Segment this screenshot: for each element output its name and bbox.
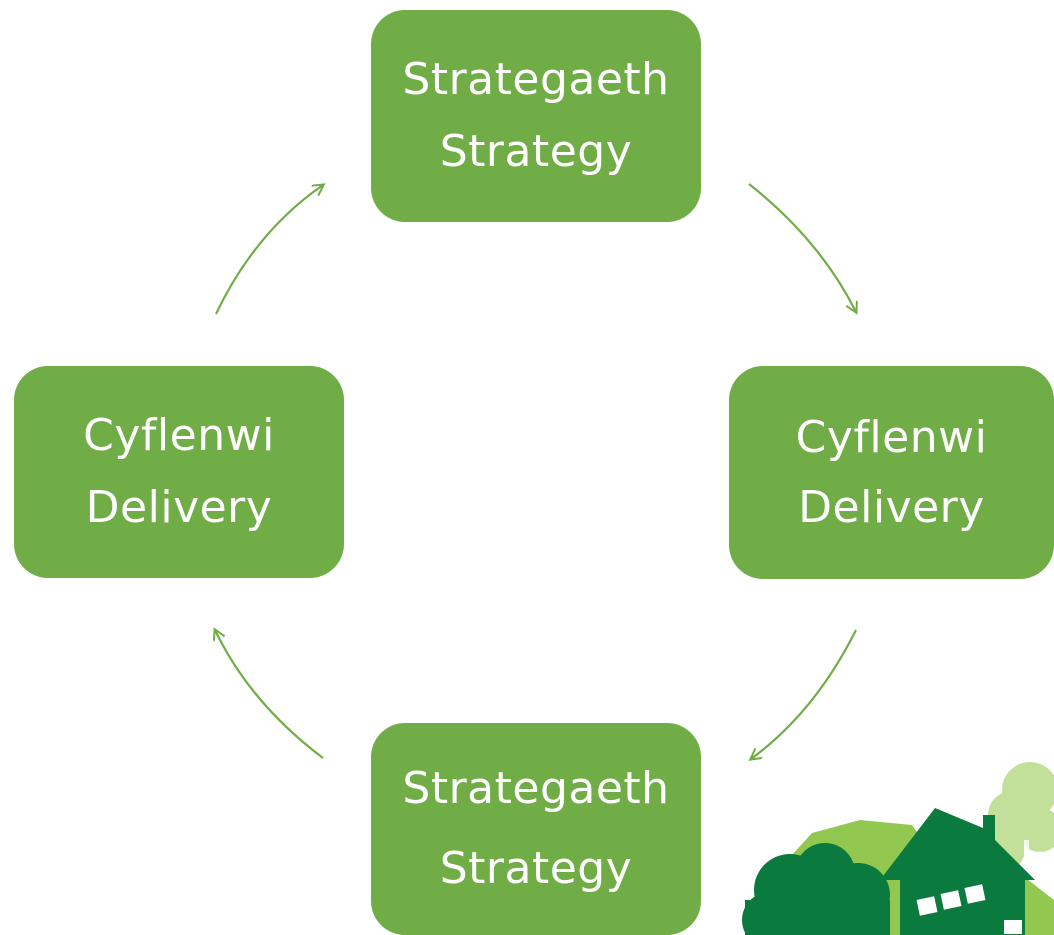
arrow-left-to-top	[215, 185, 323, 315]
node-strategy-bottom: Strategaeth Strategy	[371, 723, 701, 935]
node-label-english: Strategy	[439, 843, 633, 894]
node-label-english: Delivery	[85, 482, 273, 533]
node-delivery-right: Cyflenwi Delivery	[729, 366, 1054, 579]
node-label-welsh: Strategaeth	[402, 763, 670, 814]
arrow-bottom-to-left	[215, 630, 324, 759]
node-strategy-top: Strategaeth Strategy	[371, 10, 701, 222]
node-delivery-left: Cyflenwi Delivery	[14, 366, 344, 578]
node-label-english: Delivery	[798, 481, 985, 533]
node-label-welsh: Cyflenwi	[83, 410, 275, 461]
house-icon	[880, 808, 1035, 935]
node-label-english: Strategy	[439, 126, 633, 177]
dark-bush-icon	[742, 843, 890, 935]
arrow-right-to-bottom	[751, 629, 857, 759]
node-label-welsh: Cyflenwi	[795, 411, 988, 463]
arrow-top-to-right	[748, 183, 856, 312]
node-label-welsh: Strategaeth	[402, 54, 670, 105]
